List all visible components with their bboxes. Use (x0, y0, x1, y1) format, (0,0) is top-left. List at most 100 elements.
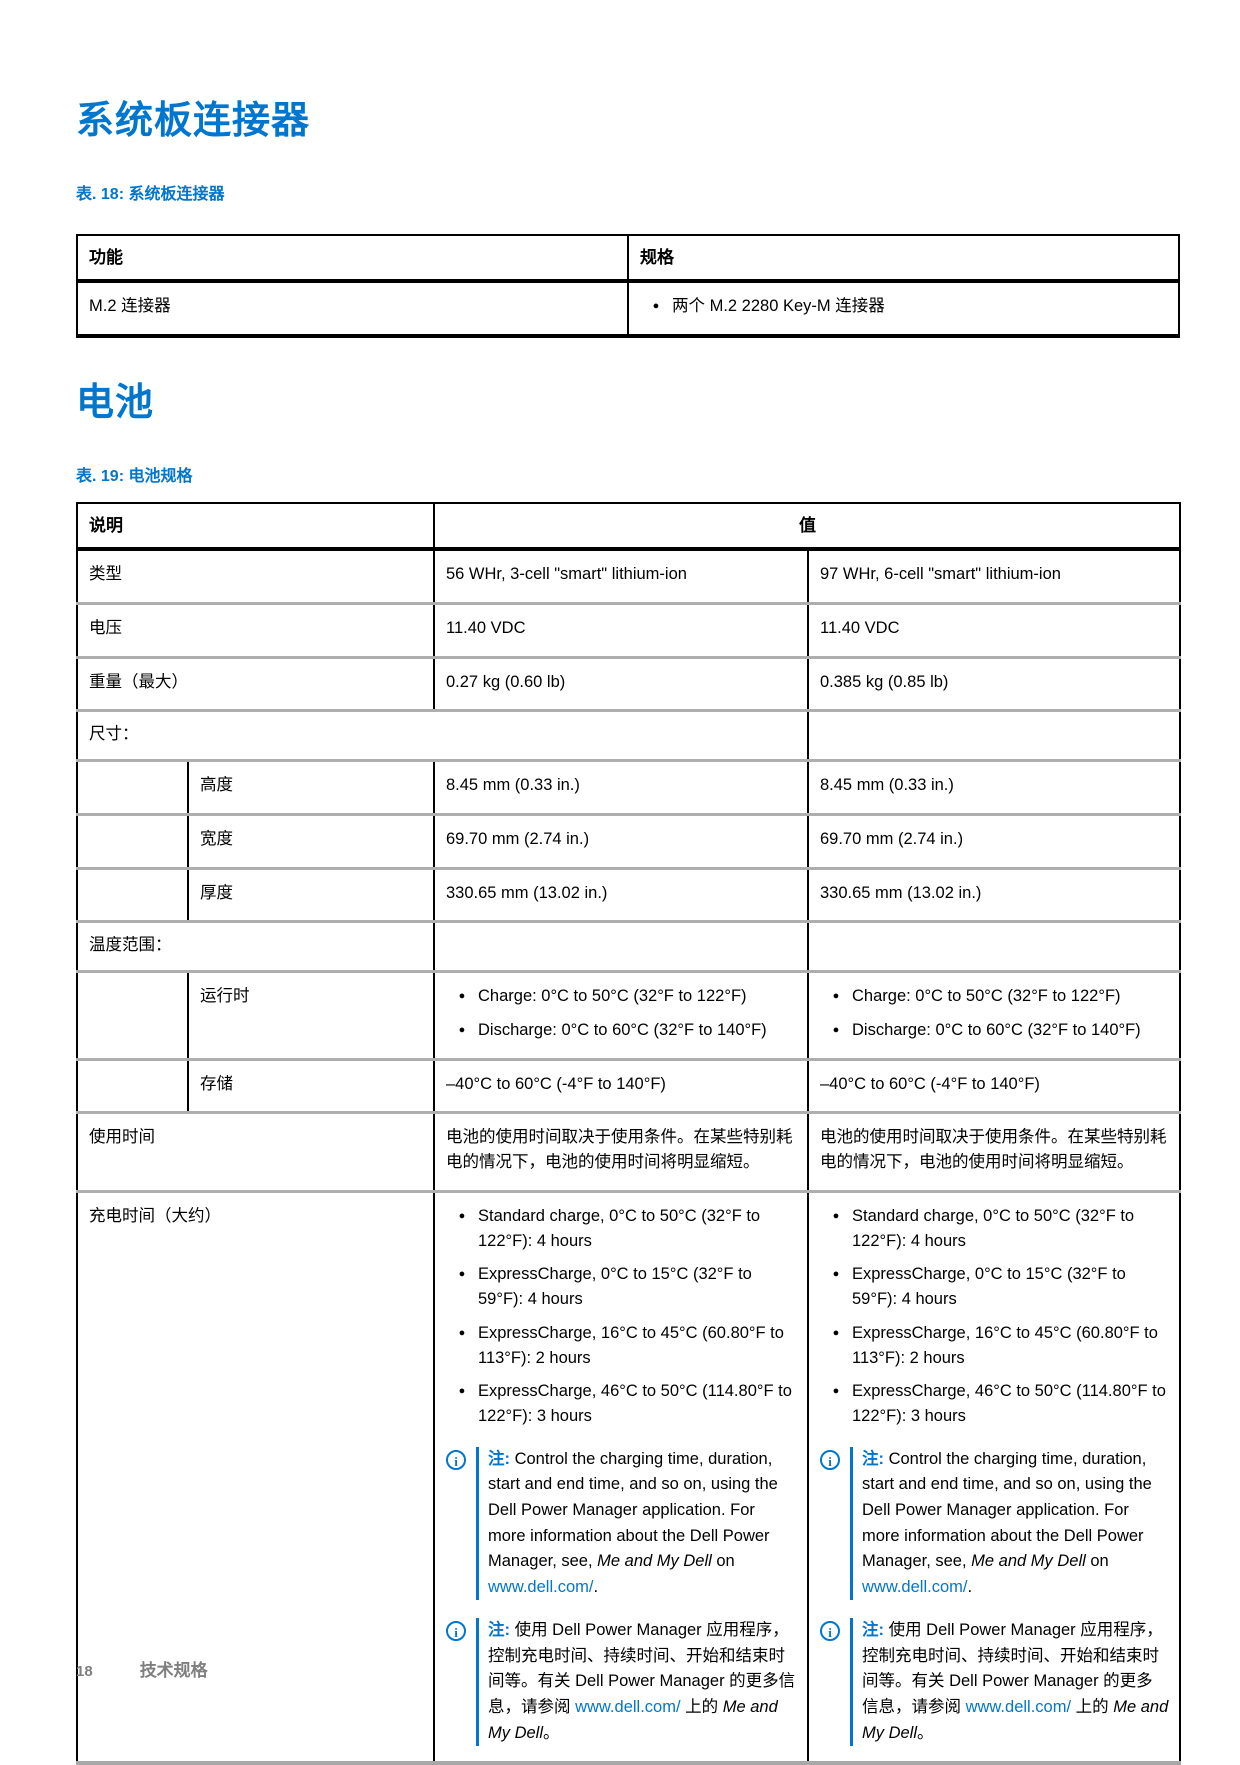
dell-website-link[interactable]: www.dell.com/ (965, 1697, 1072, 1716)
table-cell-indent (77, 1057, 188, 1113)
note-label: 注: (862, 1621, 884, 1640)
table-cell: –40°C to 60°C (-4°F to 140°F) (433, 1057, 808, 1113)
table-cell: 97 WHr, 6-cell "smart" lithium-ion (807, 549, 1180, 604)
table-cell: 11.40 VDC (433, 601, 808, 658)
table-row: M.2 连接器 ● 两个 M.2 2280 Key-M 连接器 (77, 281, 1179, 336)
row-label: 充电时间（大约） (77, 1189, 434, 1764)
page-number: 18 (76, 1663, 93, 1680)
row-label: 重量（最大） (77, 655, 434, 711)
table-cell: 330.65 mm (13.02 in.) (433, 866, 808, 922)
row-label: 电压 (77, 601, 434, 658)
note-block-zh: i 注: 使用 Dell Power Manager 应用程序，控制充电时间、持… (446, 1618, 797, 1747)
list-item: ● 两个 M.2 2280 Key-M 连接器 (640, 294, 1168, 319)
bullet-icon: ● (458, 1023, 466, 1036)
list-item: ● Charge: 0°C to 50°C (32°F to 122°F) (820, 984, 1169, 1009)
page-title: 系统板连接器 (76, 100, 311, 142)
table-cell: 69.70 mm (2.74 in.) (433, 812, 808, 869)
row-label: 使用时间 (77, 1111, 434, 1192)
table-cell: 0.27 kg (0.60 lb) (433, 655, 808, 711)
table-cell: 8.45 mm (0.33 in.) (433, 759, 808, 815)
battery-spec-table: 说明 值 类型 56 WHr, 3-cell "smart" lithium-i… (76, 501, 1181, 1765)
row-label: 温度范围： (77, 920, 434, 972)
table-row-weight: 重量（最大） 0.27 kg (0.60 lb) 0.385 kg (0.85 … (77, 655, 1180, 711)
list-item: ● ExpressCharge, 46°C to 50°C (114.80°F … (820, 1379, 1169, 1429)
list-item: ● Standard charge, 0°C to 50°C (32°F to … (446, 1204, 797, 1254)
note-block-zh: i 注: 使用 Dell Power Manager 应用程序，控制充电时间、持… (820, 1618, 1169, 1747)
bullet-icon: ● (832, 1268, 840, 1281)
bullet-icon: ● (458, 1385, 466, 1398)
table-caption-18: 表. 18: 系统板连接器 (76, 185, 225, 203)
row-sublabel: 运行时 (187, 970, 434, 1060)
row-label: 尺寸： (77, 709, 808, 761)
table-cell-empty (807, 920, 1180, 972)
info-icon: i (446, 1621, 466, 1642)
note-label: 注: (862, 1449, 884, 1468)
table-cell: 11.40 VDC (807, 601, 1180, 658)
table-cell: ● Charge: 0°C to 50°C (32°F to 122°F) ● … (807, 970, 1180, 1060)
bullet-icon: ● (832, 1326, 840, 1339)
list-item: ● Standard charge, 0°C to 50°C (32°F to … (820, 1204, 1169, 1254)
note-label: 注: (488, 1621, 510, 1640)
table-cell-empty (807, 709, 1180, 761)
table-cell: –40°C to 60°C (-4°F to 140°F) (807, 1057, 1180, 1113)
bullet-icon: ● (652, 300, 660, 313)
table-caption-19: 表. 19: 电池规格 (76, 467, 193, 485)
info-icon: i (820, 1621, 840, 1642)
table-row-depth: 厚度 330.65 mm (13.02 in.) 330.65 mm (13.0… (77, 866, 1180, 922)
list-item: ● Discharge: 0°C to 60°C (32°F to 140°F) (820, 1018, 1169, 1043)
table-row-type: 类型 56 WHr, 3-cell "smart" lithium-ion 97… (77, 549, 1180, 604)
table-row-battery-life: 使用时间 电池的使用时间取决于使用条件。在某些特别耗电的情况下，电池的使用时间将… (77, 1111, 1180, 1192)
bullet-icon: ● (458, 990, 466, 1003)
row-sublabel: 厚度 (187, 866, 434, 922)
book-title: Me and My Dell (597, 1552, 712, 1571)
bullet-icon: ● (832, 990, 840, 1003)
row-sublabel: 高度 (187, 759, 434, 815)
list-item: ● ExpressCharge, 0°C to 15°C (32°F to 59… (446, 1262, 797, 1312)
book-title: Me and My Dell (971, 1552, 1086, 1571)
table-row-temperature-header: 温度范围： (77, 920, 1180, 972)
table-row-storage: 存储 –40°C to 60°C (-4°F to 140°F) –40°C t… (77, 1057, 1180, 1113)
table-cell: ● Standard charge, 0°C to 50°C (32°F to … (807, 1189, 1180, 1764)
info-icon: i (446, 1449, 466, 1470)
list-item: ● Discharge: 0°C to 60°C (32°F to 140°F) (446, 1018, 797, 1043)
system-board-connectors-table: 功能 规格 M.2 连接器 ● 两个 M.2 2280 Key-M 连接器 (76, 233, 1180, 338)
table-row-voltage: 电压 11.40 VDC 11.40 VDC (77, 601, 1180, 658)
table-cell: 电池的使用时间取决于使用条件。在某些特别耗电的情况下，电池的使用时间将明显缩短。 (807, 1111, 1180, 1192)
note-block-en: i 注: Control the charging time, duration… (820, 1446, 1169, 1601)
column-header-description: 说明 (77, 502, 434, 552)
bullet-icon: ● (458, 1268, 466, 1281)
table-cell: ● Standard charge, 0°C to 50°C (32°F to … (433, 1189, 808, 1764)
table-cell: 电池的使用时间取决于使用条件。在某些特别耗电的情况下，电池的使用时间将明显缩短。 (433, 1111, 808, 1192)
row-sublabel: 宽度 (187, 812, 434, 869)
table-cell: ● 两个 M.2 2280 Key-M 连接器 (627, 281, 1179, 336)
table-row-dimensions-header: 尺寸： (77, 709, 1180, 761)
row-label-m2: M.2 连接器 (89, 297, 171, 316)
footer-chapter-title: 技术规格 (139, 1661, 208, 1680)
table-cell-indent (77, 812, 188, 869)
table-cell: 56 WHr, 3-cell "smart" lithium-ion (433, 549, 808, 604)
table-cell: 330.65 mm (13.02 in.) (807, 866, 1180, 922)
dell-website-link[interactable]: www.dell.com/ (488, 1577, 594, 1596)
row-sublabel: 存储 (187, 1057, 434, 1113)
table-cell: ● Charge: 0°C to 50°C (32°F to 122°F) ● … (433, 970, 808, 1060)
dell-website-link[interactable]: www.dell.com/ (862, 1577, 968, 1596)
table-cell-indent (77, 970, 188, 1060)
bullet-icon: ● (832, 1023, 840, 1036)
table-row-charging-time: 充电时间（大约） ● Standard charge, 0°C to 50°C … (77, 1189, 1180, 1764)
dell-website-link[interactable]: www.dell.com/ (575, 1697, 681, 1716)
table-cell-indent (77, 759, 188, 815)
table-row-operating: 运行时 ● Charge: 0°C to 50°C (32°F to 122°F… (77, 970, 1180, 1060)
list-item: ● ExpressCharge, 16°C to 45°C (60.80°F t… (446, 1321, 797, 1371)
table-cell: 8.45 mm (0.33 in.) (807, 759, 1180, 815)
column-header-function: 功能 (77, 234, 628, 284)
table-row-width: 宽度 69.70 mm (2.74 in.) 69.70 mm (2.74 in… (77, 812, 1180, 869)
list-item: ● ExpressCharge, 0°C to 15°C (32°F to 59… (820, 1262, 1169, 1312)
table-cell-empty (433, 920, 808, 972)
table-row-height: 高度 8.45 mm (0.33 in.) 8.45 mm (0.33 in.) (77, 759, 1180, 815)
note-block-en: i 注: Control the charging time, duration… (446, 1446, 797, 1601)
list-item: ● Charge: 0°C to 50°C (32°F to 122°F) (446, 984, 797, 1009)
bullet-icon: ● (832, 1209, 840, 1222)
table-cell: 0.385 kg (0.85 lb) (807, 655, 1180, 711)
book-title: Me and My Dell (862, 1697, 1169, 1742)
